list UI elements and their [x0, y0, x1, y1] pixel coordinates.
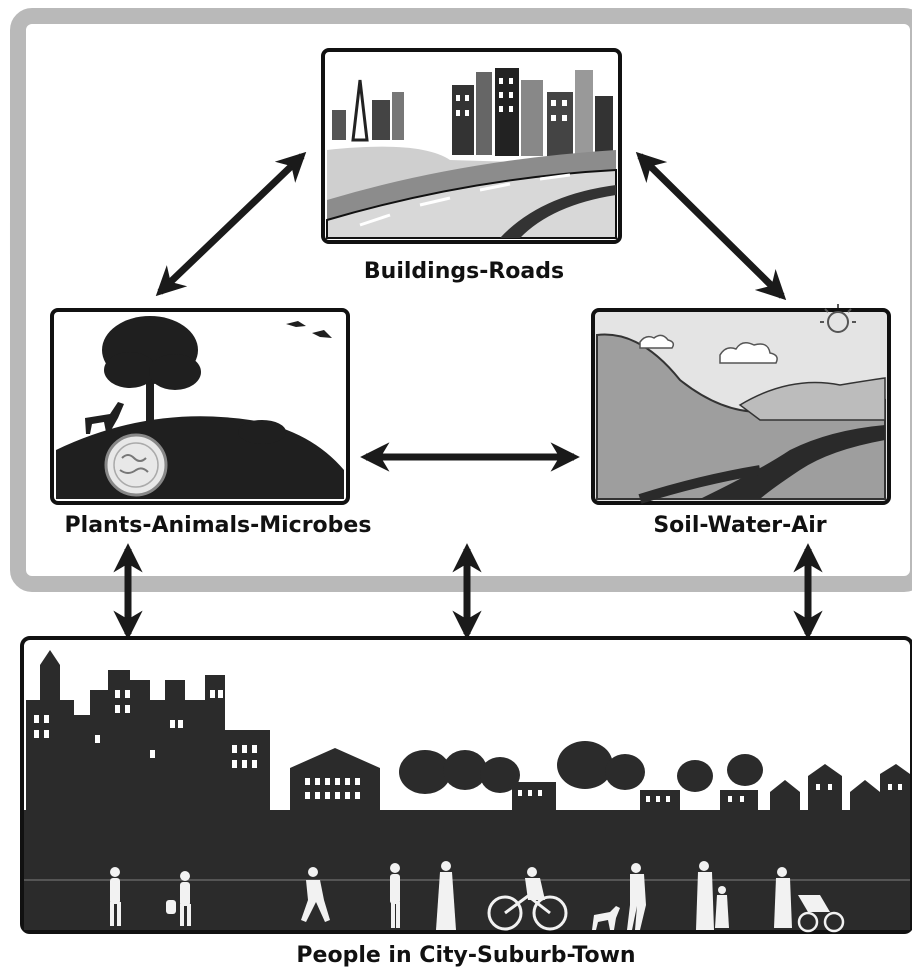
people-city-label: People in City-Suburb-Town: [296, 943, 635, 968]
arrow-buildings-plants: [155, 151, 307, 297]
plants-animals-microbes-label: Plants-Animals-Microbes: [65, 513, 372, 538]
mountain-river-icon: [596, 304, 886, 504]
soil-water-air-panel: [591, 304, 891, 505]
buildings-roads-label: Buildings-Roads: [364, 259, 564, 284]
people-city-panel: [20, 636, 912, 934]
connection-arrows: [113, 151, 823, 640]
arrow-buildings-soil: [635, 151, 787, 301]
city-road-icon: [326, 68, 617, 239]
plants-animals-microbes-panel: [50, 308, 350, 505]
soil-water-air-label: Soil-Water-Air: [653, 513, 826, 538]
buildings-roads-panel: [321, 48, 622, 244]
tree-deer-icon: [56, 316, 344, 499]
city-skyline-people-icon: [24, 650, 910, 933]
